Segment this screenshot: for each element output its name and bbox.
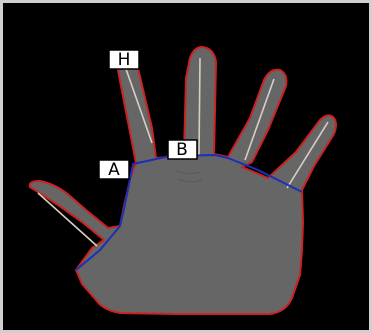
label-h-text: H (118, 50, 131, 70)
label-h: H (109, 50, 139, 70)
label-a-text: A (108, 160, 120, 180)
label-a: A (99, 160, 129, 180)
middle-finger-axis (199, 58, 200, 155)
label-b: B (168, 140, 197, 160)
label-b-text: B (176, 140, 188, 160)
